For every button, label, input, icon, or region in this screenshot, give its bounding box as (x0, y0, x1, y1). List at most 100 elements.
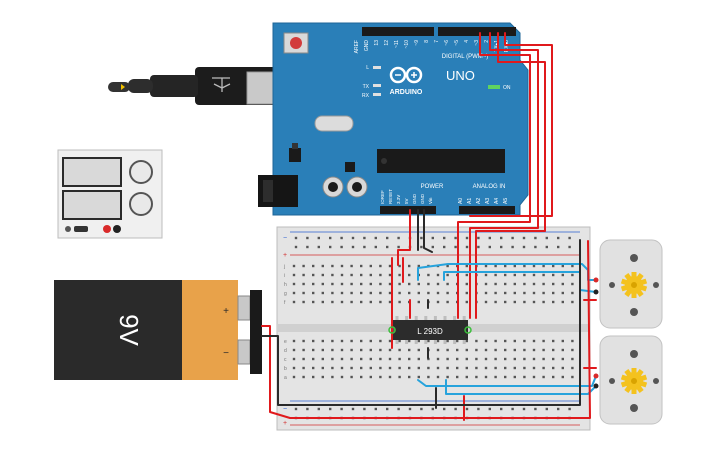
breadboard-rail-hole (557, 236, 560, 240)
breadboard-hole (552, 264, 555, 268)
breadboard-hole (436, 357, 440, 361)
breadboard-rail-hole (306, 245, 309, 249)
breadboard-hole (398, 264, 401, 268)
breadboard-hole (484, 291, 488, 295)
gear-hub (631, 378, 637, 384)
breadboard-hole (427, 282, 430, 286)
breadboard-hole (379, 273, 382, 277)
row-letter: e (284, 339, 287, 345)
breadboard-hole (292, 264, 296, 268)
breadboard-rail-hole (306, 236, 309, 240)
breadboard-hole (513, 366, 516, 370)
breadboard-hole (292, 291, 296, 295)
breadboard-hole (408, 366, 411, 370)
breadboard-hole (302, 357, 305, 361)
breadboard-hole (398, 348, 401, 352)
breadboard-hole (331, 282, 334, 286)
breadboard-hole (312, 282, 315, 286)
breadboard-hole (408, 273, 411, 277)
breadboard-hole (494, 273, 497, 277)
breadboard-rail-hole (522, 407, 526, 411)
chip-leg (433, 316, 437, 320)
breadboard-hole (417, 366, 420, 370)
breadboard-hole (513, 273, 516, 277)
breadboard-hole (571, 264, 574, 268)
breadboard-hole (350, 366, 353, 370)
breadboard-hole (331, 273, 334, 277)
breadboard-hole (302, 273, 305, 277)
breadboard-hole (456, 366, 459, 370)
battery-terminal-negative[interactable] (237, 339, 251, 365)
breadboard-hole (494, 366, 497, 370)
gear-tooth (631, 292, 637, 298)
breadboard-rail-hole (420, 407, 423, 411)
breadboard-hole (427, 339, 430, 343)
breadboard-rail-hole (340, 245, 343, 249)
breadboard-rail-hole (431, 407, 434, 411)
breadboard-hole (523, 273, 526, 277)
chip-leg (414, 316, 418, 320)
breadboard-hole (302, 291, 305, 295)
breadboard-hole (388, 264, 392, 268)
breadboard-hole (513, 348, 516, 352)
battery-terminal-positive[interactable] (237, 295, 251, 321)
breadboard-rail-hole (443, 407, 446, 411)
breadboard-hole (321, 348, 324, 352)
breadboard-hole (398, 357, 401, 361)
breadboard-rail-hole (488, 245, 491, 249)
breadboard-rail-hole (568, 236, 571, 240)
breadboard-hole (340, 348, 344, 352)
breadboard-hole (504, 300, 507, 304)
breadboard-hole (465, 348, 468, 352)
breadboard-hole (484, 300, 488, 304)
breadboard-hole (360, 339, 363, 343)
breadboard-hole (292, 273, 296, 277)
breadboard-rail-hole (397, 245, 400, 249)
psu-knob-current[interactable] (129, 192, 153, 216)
psu-terminal-positive[interactable] (103, 225, 111, 233)
breadboard-hole (571, 375, 574, 379)
breadboard-hole (321, 366, 324, 370)
breadboard-hole (292, 339, 296, 343)
breadboard-hole (504, 348, 507, 352)
breadboard-hole (340, 357, 344, 361)
led-on (488, 85, 500, 89)
wire-digital-a (457, 32, 531, 319)
breadboard-hole (571, 300, 574, 304)
breadboard-hole (321, 357, 324, 361)
wires (261, 32, 597, 421)
chip-leg (462, 340, 466, 344)
psu-power-switch[interactable] (74, 226, 88, 232)
wire-digital-b (469, 32, 539, 319)
breadboard-rail-hole (465, 236, 469, 240)
breadboard-hole (388, 375, 392, 379)
breadboard-rail-hole (534, 407, 537, 411)
breadboard-hole (427, 357, 430, 361)
breadboard-hole (465, 300, 468, 304)
breadboard-rail-hole (340, 407, 343, 411)
crystal-oscillator (314, 115, 354, 132)
breadboard-hole (427, 366, 430, 370)
breadboard-hole (292, 366, 296, 370)
chip-leg (453, 316, 457, 320)
breadboard-hole (494, 375, 497, 379)
breadboard-hole (321, 282, 324, 286)
breadboard-hole (532, 264, 536, 268)
breadboard-hole (532, 300, 536, 304)
breadboard-rail-hole (329, 236, 332, 240)
breadboard-hole (561, 348, 564, 352)
breadboard-hole (388, 273, 392, 277)
row-letter: b (284, 366, 287, 372)
breadboard-hole (465, 339, 468, 343)
breadboard-hole (369, 273, 372, 277)
breadboard-hole (340, 366, 344, 370)
breadboard-hole (350, 300, 353, 304)
psu-knob-voltage[interactable] (129, 160, 153, 184)
breadboard-hole (302, 264, 305, 268)
chip-leg (405, 316, 409, 320)
psu-terminal-negative[interactable] (113, 225, 121, 233)
breadboard-hole (561, 300, 564, 304)
arduino-analog-pin-label: A0 (458, 198, 464, 204)
